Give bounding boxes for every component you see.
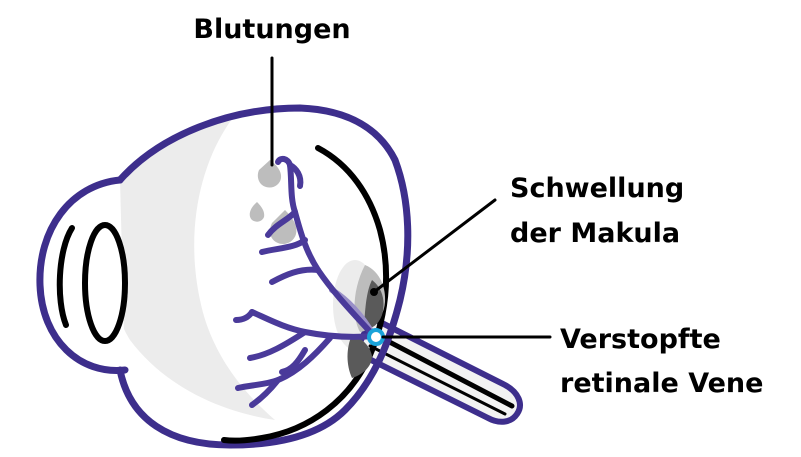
label-swelling-line1: Schwellung bbox=[510, 173, 684, 204]
label-vein-line2: retinale Vene bbox=[560, 368, 763, 399]
blocked-vein-marker bbox=[369, 330, 383, 344]
swelling-leader bbox=[374, 200, 495, 292]
label-swelling-line2: der Makula bbox=[510, 218, 680, 249]
label-bleeding: Blutungen bbox=[193, 14, 350, 45]
swelling-leader-dot bbox=[370, 288, 378, 296]
lens bbox=[85, 225, 125, 341]
label-vein-line1: Verstopfte bbox=[560, 324, 721, 355]
leader-lines bbox=[272, 58, 550, 337]
